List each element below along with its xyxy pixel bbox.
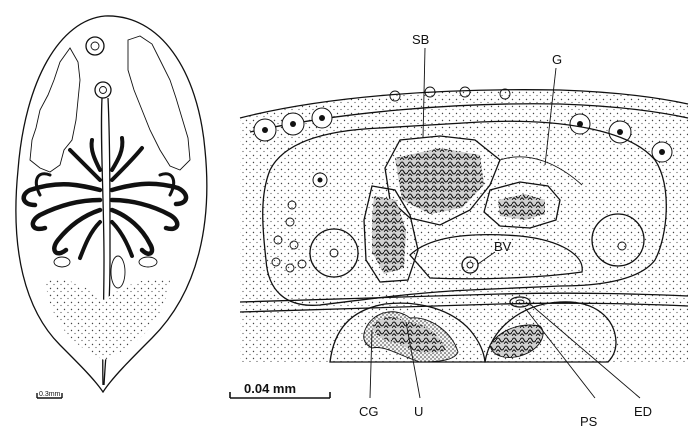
- uterus-mass: [489, 324, 544, 358]
- label-BV: BV: [494, 239, 512, 254]
- body-outline: [15, 15, 208, 394]
- oral-sucker: [85, 36, 105, 56]
- label-U: U: [414, 404, 423, 419]
- right-scale-bar: [229, 392, 331, 399]
- left-specimen-drawing: 0.3mm: [15, 15, 208, 399]
- label-ED: ED: [634, 404, 652, 419]
- left-vitelline-mass: [29, 47, 81, 173]
- label-CG: CG: [359, 404, 379, 419]
- blood-vessel: [461, 256, 479, 274]
- right-vitelline-mass: [127, 35, 191, 171]
- label-SB: SB: [412, 32, 429, 47]
- tegument-cells: [253, 86, 673, 163]
- organ-small-cells: [271, 172, 328, 273]
- lower-organ-right: [484, 301, 617, 363]
- seminal-body-top: [384, 135, 501, 226]
- label-PS: PS: [580, 414, 598, 429]
- organ-body: [262, 120, 667, 306]
- left-scale-bar-label: 0.3mm: [39, 391, 61, 398]
- branched-tubules: [21, 136, 189, 260]
- right-section-drawing: [229, 47, 689, 399]
- posterior-stippled-region: [45, 279, 170, 360]
- lower-organ-left: [329, 302, 486, 363]
- label-G: G: [552, 52, 562, 67]
- right-scale-bar-label: 0.04 mm: [244, 381, 296, 396]
- seminal-body-right: [483, 181, 561, 229]
- left-scale-bar: [36, 393, 63, 399]
- seminal-body-left: [363, 185, 419, 283]
- pharynx: [94, 81, 112, 99]
